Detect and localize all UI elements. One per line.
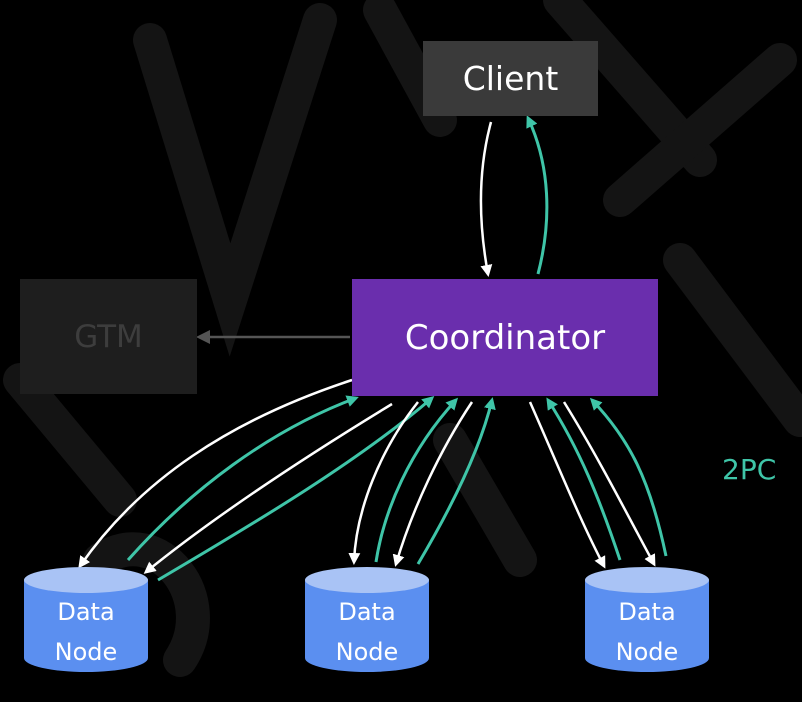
data-node-label-line1: Data — [338, 598, 396, 626]
arrow-dn3-to-coord-b — [589, 397, 668, 557]
arrow-coord-to-dn1-b — [143, 402, 393, 574]
arrow-coordinator-to-client — [526, 115, 549, 275]
data-node-label-line1: Data — [618, 598, 676, 626]
arrow-coord-to-dn3-a — [528, 401, 606, 569]
coordinator-label: Coordinator — [404, 317, 606, 358]
arrow-coord-to-dn2-a — [348, 401, 419, 565]
gtm-label: GTM — [74, 318, 143, 355]
arrow-dn3-to-coord-a — [546, 397, 622, 561]
data-node-label-line2: Node — [335, 638, 399, 666]
arrow-dn2-to-coord-b — [416, 397, 496, 565]
coordinator-node: Coordinator — [352, 279, 658, 396]
arrow-dn2-to-coord-a — [374, 397, 459, 563]
client-label: Client — [462, 59, 559, 98]
database-cylinder-icon — [305, 567, 429, 672]
database-cylinder-icon — [24, 567, 148, 672]
data-node-label-line1: Data — [57, 598, 115, 626]
two-phase-commit-label: 2PC — [722, 453, 777, 486]
arrow-dn1-to-coord-a — [126, 395, 359, 561]
data-node-label-line2: Node — [54, 638, 118, 666]
arrow-coord-to-dn1-a — [78, 378, 353, 569]
data-node-2: Data Node — [304, 566, 430, 674]
data-node-3: Data Node — [584, 566, 710, 674]
arrow-coord-to-dn2-b — [392, 401, 474, 567]
gtm-node: GTM — [20, 279, 197, 394]
arrow-coord-to-dn3-b — [562, 401, 656, 567]
data-node-1: Data Node — [23, 566, 149, 674]
data-node-label-line2: Node — [615, 638, 679, 666]
client-node: Client — [423, 41, 598, 116]
arrow-client-to-coordinator — [479, 121, 493, 277]
database-cylinder-icon — [585, 567, 709, 672]
